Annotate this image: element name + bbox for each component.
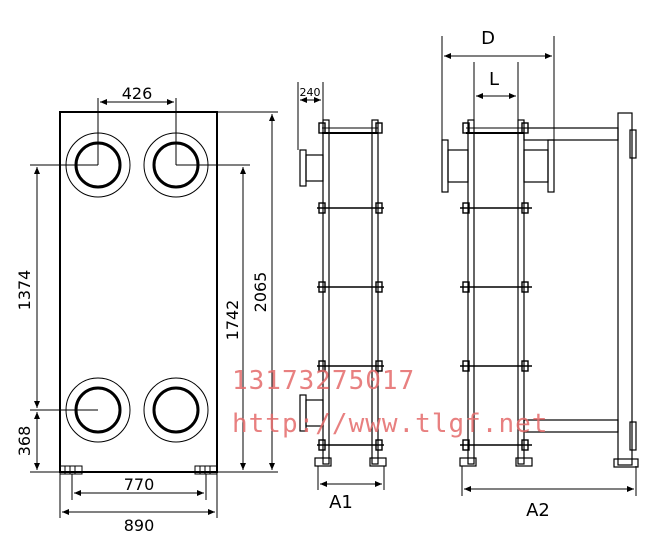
label-port-spacing: 426 [122, 84, 153, 103]
dim-overall-width [59, 474, 218, 518]
watermark-url: http://www.tlgf.net [232, 409, 549, 439]
a2-dim-l [473, 62, 519, 120]
front-view [30, 98, 278, 518]
dim-frame-inner [71, 474, 207, 500]
a2-nozzle-right [523, 139, 555, 193]
dim-vertical-mid [176, 164, 250, 473]
a2-support-column [617, 112, 633, 466]
label-a2: A2 [526, 500, 550, 521]
label-a2-d: D [481, 28, 495, 49]
label-overall-width: 890 [124, 516, 155, 535]
a1-tie-bolts [317, 122, 384, 451]
a1-dim-depth [317, 466, 385, 490]
a1-base-left [314, 457, 332, 467]
a2-tie-bolts [460, 122, 532, 451]
label-bottom-offset: 368 [15, 426, 34, 457]
plate-outline [59, 111, 218, 473]
label-a1-flange: 240 [300, 86, 321, 99]
dim-port-spacing [97, 98, 177, 165]
a2-nozzle-left [441, 139, 469, 193]
a2-support-foot [613, 458, 639, 468]
side-view-a2 [441, 36, 639, 496]
label-frame-inner: 770 [124, 475, 155, 494]
label-a2-l: L [489, 69, 499, 90]
side-view-a1 [297, 82, 387, 490]
a1-dim-flange [297, 82, 324, 150]
a2-upper-guide-bar [523, 127, 619, 141]
label-overall-height: 2065 [251, 272, 270, 313]
watermark-phone: 13173275017 [232, 366, 416, 396]
dim-bottom-offset [30, 412, 60, 473]
dim-vertical-inner [30, 164, 98, 411]
a2-dim-d [441, 36, 555, 140]
label-vertical-inner: 1374 [15, 270, 34, 311]
a1-nozzle-bottom [299, 394, 324, 432]
label-a1: A1 [329, 492, 353, 513]
a1-base-right [369, 457, 387, 467]
port-bottom-right [143, 377, 209, 443]
dim-overall-height [217, 111, 278, 473]
a1-nozzle-top [299, 149, 324, 187]
a2-dim-depth [461, 466, 637, 496]
label-vertical-mid: 1742 [223, 300, 242, 341]
